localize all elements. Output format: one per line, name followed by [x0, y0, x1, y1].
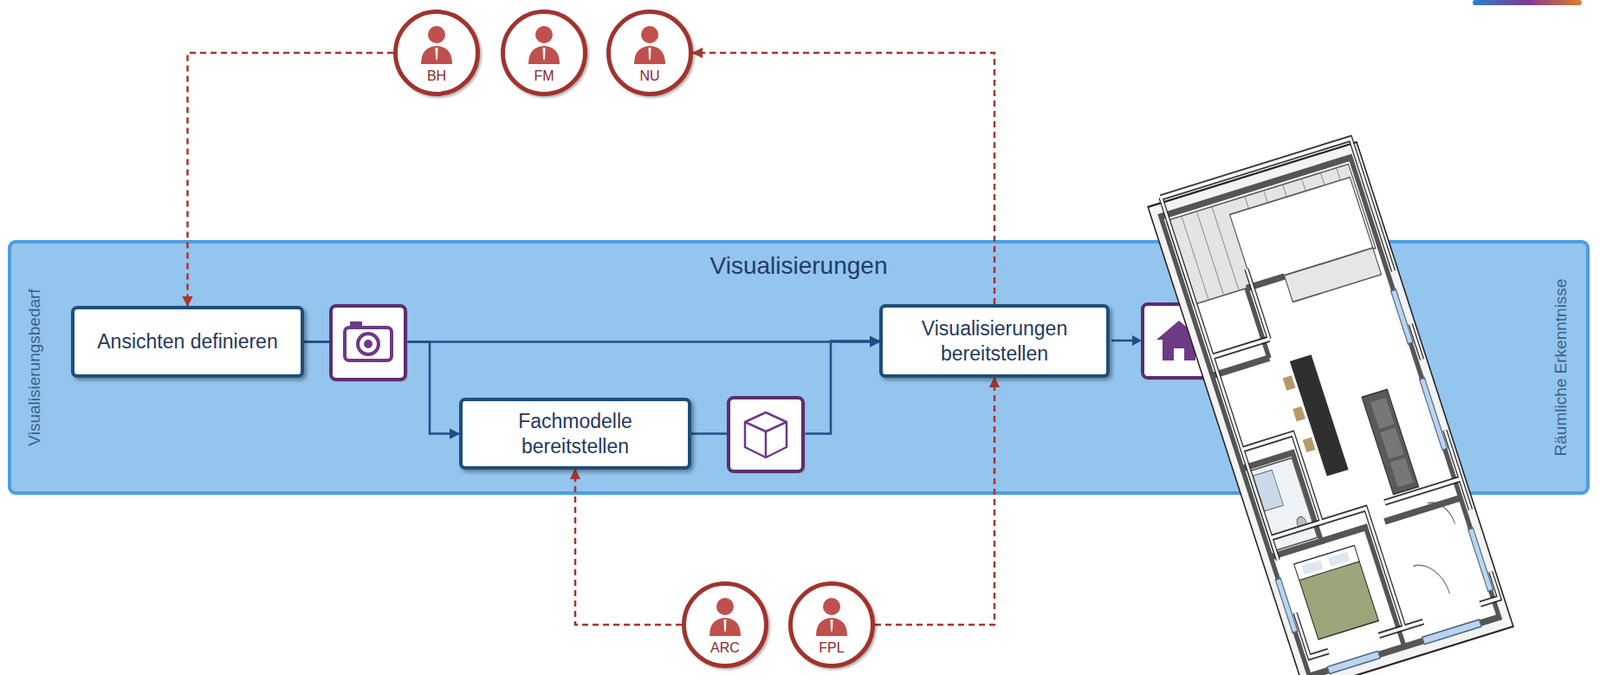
- responsibility-connector: [874, 377, 995, 625]
- role-circle: NU: [606, 9, 694, 97]
- role-label: ARC: [686, 640, 765, 656]
- logo-bar: [1472, 0, 1582, 6]
- role-circle: FPL: [788, 581, 875, 668]
- band-title: Visualisierungen: [7, 252, 1590, 280]
- swimlane-band: VisualisierungenAnsichten definierenFach…: [7, 239, 1590, 495]
- output-arrow: [1111, 335, 1142, 346]
- floor-plan-illustration: [1147, 138, 1514, 675]
- role-circle: ARC: [681, 581, 769, 668]
- role-circle: FM: [500, 9, 588, 97]
- role-label: NU: [610, 68, 689, 85]
- side-label: Räumliche Erkenntnisse: [1551, 278, 1571, 457]
- process-label: Ansichten definieren: [97, 329, 278, 354]
- cube-icon: [728, 397, 806, 474]
- process-box: Ansichten definieren: [71, 305, 305, 378]
- process-label: Fachmodelle bereitstellen: [478, 408, 673, 458]
- role-label: BH: [397, 68, 476, 85]
- side-label: Visualisierungsbedarf: [25, 288, 45, 446]
- role-circle: BH: [393, 9, 480, 97]
- process-label: Visualisierungen bereitstellen: [898, 316, 1091, 365]
- process-box: Visualisierungen bereitstellen: [879, 304, 1110, 378]
- role-label: FPL: [792, 640, 871, 656]
- camera-icon: [330, 305, 409, 383]
- process-box: Fachmodelle bereitstellen: [459, 397, 692, 470]
- responsibility-connector: [187, 52, 395, 306]
- responsibility-connector: [575, 469, 682, 625]
- role-label: FM: [505, 68, 583, 85]
